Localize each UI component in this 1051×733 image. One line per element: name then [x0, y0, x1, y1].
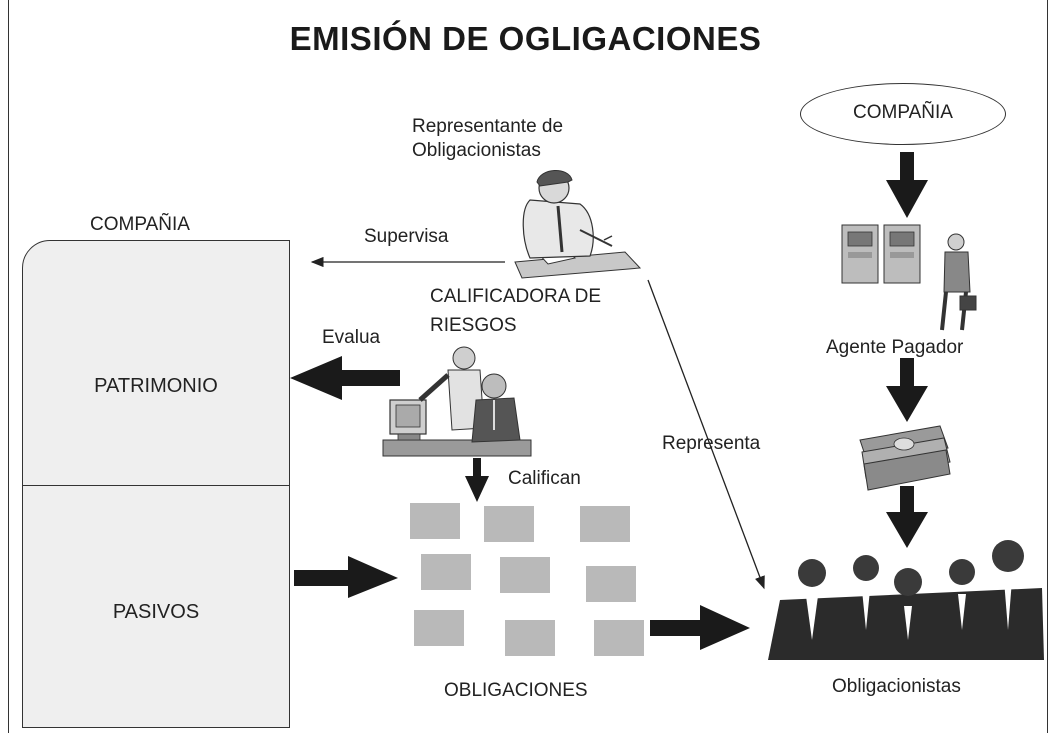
- rating-agency-illustration: [382, 346, 532, 457]
- bond-block: [421, 554, 471, 590]
- paying-agent-illustration: [841, 224, 977, 331]
- bond-block: [586, 566, 636, 602]
- bondholders-illustration: [768, 540, 1044, 660]
- supervises-label: Supervisa: [364, 226, 449, 247]
- rate-arrow: [465, 458, 489, 502]
- liabilities-to-bonds-arrow: [294, 556, 398, 598]
- rating-agency-line1: CALIFICADORA DE: [430, 286, 602, 307]
- bond-block: [500, 557, 550, 593]
- equity-label: PATRIMONIO: [94, 375, 218, 397]
- represents-label: Representa: [662, 433, 761, 454]
- bond-block: [484, 506, 534, 542]
- money-to-holders-arrow: [886, 486, 928, 548]
- representative-title-line1: Representante de: [412, 116, 564, 137]
- evaluates-label: Evalua: [322, 327, 381, 348]
- diagram-title: EMISIÓN DE OGLIGACIONES: [289, 20, 762, 57]
- company-heading: COMPAÑIA: [90, 214, 190, 235]
- diagram-frame: [8, 0, 1048, 733]
- represents-arrow: [647, 279, 765, 590]
- bond-block: [594, 620, 644, 656]
- bonds-to-holders-arrow: [650, 605, 750, 650]
- rating-agency-line2: RIESGOS: [430, 315, 517, 336]
- representative-title-line2: Obligacionistas: [412, 140, 541, 161]
- liabilities-label: PASIVOS: [112, 601, 200, 623]
- rate-label: Califican: [508, 468, 581, 489]
- bond-block: [410, 503, 460, 539]
- bonds-label: OBLIGACIONES: [444, 680, 588, 701]
- evaluates-arrow: [290, 356, 400, 400]
- bond-block: [580, 506, 630, 542]
- issuer-ellipse: COMPAÑIA: [800, 83, 1006, 145]
- issuer-ellipse-label: COMPAÑIA: [853, 102, 953, 123]
- company-box: PATRIMONIO PASIVOS: [22, 240, 290, 728]
- money-stack-illustration: [859, 425, 951, 491]
- issuer-to-agent-arrow: [886, 152, 928, 218]
- bond-block: [505, 620, 555, 656]
- company-divider: [23, 485, 289, 486]
- representative-illustration: [514, 170, 642, 279]
- bond-block: [414, 610, 464, 646]
- agent-to-money-arrow: [886, 358, 928, 422]
- paying-agent-label: Agente Pagador: [826, 337, 964, 358]
- bondholders-label: Obligacionistas: [832, 676, 961, 697]
